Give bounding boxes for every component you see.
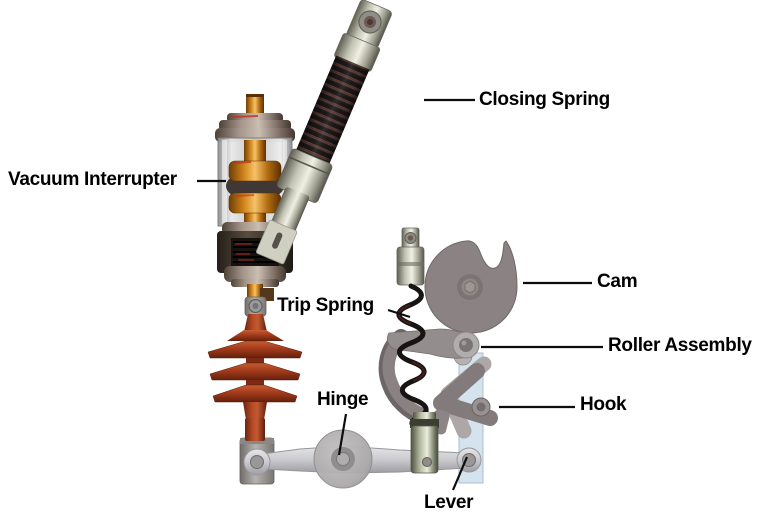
spring-mount-graphic [410, 409, 450, 474]
label-roller-assembly: Roller Assembly [608, 335, 752, 356]
roller-assembly-graphic [387, 328, 480, 366]
label-closing-spring: Closing Spring [479, 89, 610, 110]
leader-lever [451, 456, 469, 491]
hinge-graphic [313, 429, 373, 489]
label-lever: Lever [424, 492, 474, 513]
closing-spring-graphic [255, 0, 392, 265]
cam-graphic [424, 240, 518, 334]
leader-hinge [337, 413, 348, 456]
label-hinge: Hinge [317, 389, 369, 410]
leader-trip-spring [387, 308, 411, 319]
label-cam: Cam [597, 271, 638, 292]
label-vacuum-interrupter: Vacuum Interrupter [8, 169, 177, 190]
hook-graphic [433, 356, 498, 439]
leader-lines [197, 98, 603, 491]
insulator-graphic [207, 314, 303, 441]
label-trip-spring: Trip Spring [277, 295, 374, 316]
label-hook: Hook [580, 394, 627, 415]
